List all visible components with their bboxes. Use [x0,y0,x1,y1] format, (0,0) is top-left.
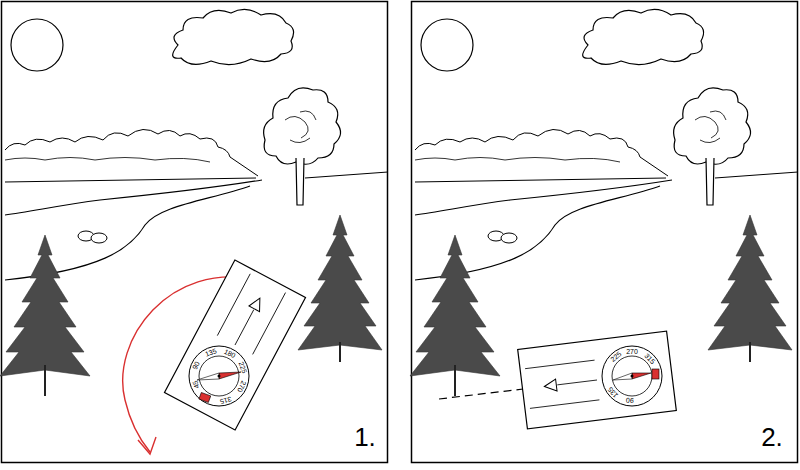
dial-number: 90 [626,397,634,405]
panel-frame [2,2,388,463]
panel-frame [412,2,798,463]
dial-number: 270 [626,348,638,355]
compass [439,331,676,429]
panel-number: 2. [761,424,783,450]
panel-number: 1. [354,424,376,450]
landscape [410,9,798,396]
compass [164,260,305,430]
